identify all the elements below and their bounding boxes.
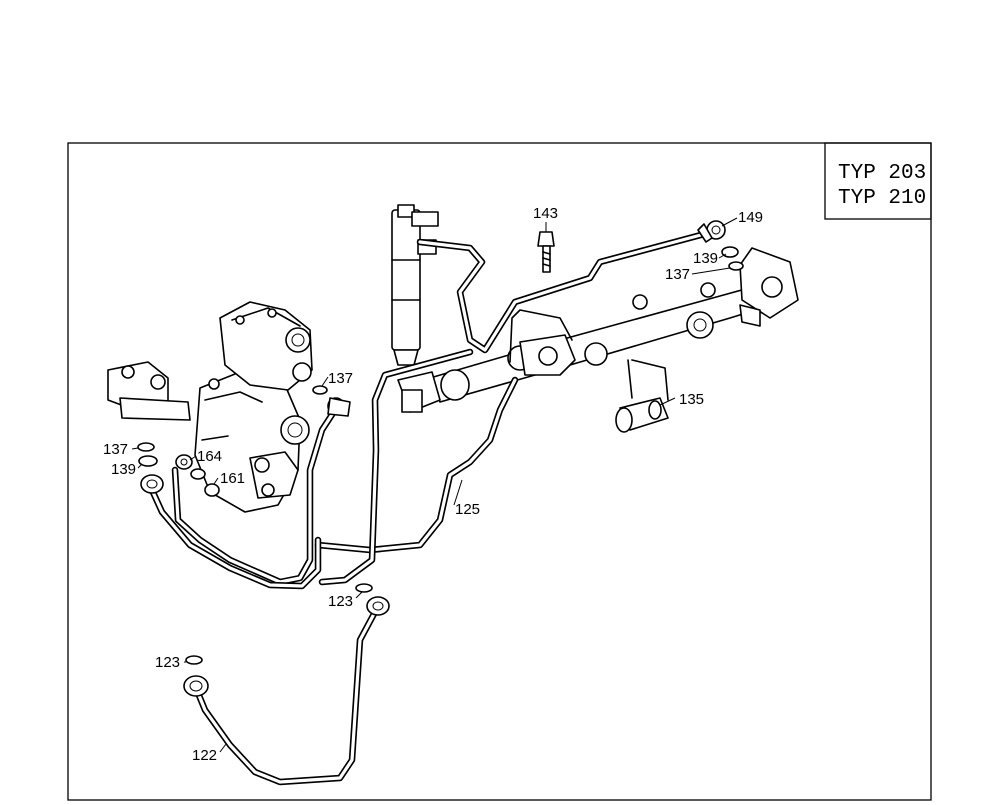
callout-164: 164 — [197, 448, 222, 465]
seal-161 — [204, 483, 220, 497]
seal-139-top — [721, 246, 739, 258]
banjo-fitting-left — [140, 474, 164, 494]
callout-123-mid: 123 — [328, 593, 353, 610]
callout-125: 125 — [455, 501, 480, 518]
leader-lines — [131, 217, 738, 753]
seal-123-low — [185, 655, 203, 665]
return-line-pump — [171, 406, 339, 586]
variant-line-2: TYP 210 — [838, 187, 926, 210]
callout-137-mid: 137 — [328, 370, 353, 387]
banjo-fitting-mid — [327, 397, 351, 417]
callout-137-top: 137 — [665, 266, 690, 283]
seal-137-left — [137, 442, 155, 452]
banjo-fitting-123-mid — [366, 596, 390, 616]
callout-122: 122 — [192, 747, 217, 764]
return-line-left — [148, 486, 322, 590]
common-rail — [397, 247, 799, 413]
callout-139-top: 139 — [693, 250, 718, 267]
seal-137-mid — [312, 385, 328, 395]
fitting-164 — [175, 454, 193, 470]
variant-line-1: TYP 203 — [838, 162, 926, 185]
line-125 — [314, 376, 519, 554]
seal-139-left — [138, 455, 158, 467]
injector-line-top — [416, 228, 716, 354]
callout-161: 161 — [220, 470, 245, 487]
clip-135 — [615, 359, 669, 433]
banjo-fitting-123-low — [183, 675, 209, 697]
high-pressure-pump — [107, 301, 313, 513]
callout-135: 135 — [679, 391, 704, 408]
callout-139-left: 139 — [111, 461, 136, 478]
seal-164 — [190, 468, 206, 480]
variant-box: TYP 203 TYP 210 — [824, 142, 932, 220]
callout-137-left: 137 — [103, 441, 128, 458]
callout-149: 149 — [738, 209, 763, 226]
feed-line — [318, 348, 474, 586]
injector — [391, 204, 439, 366]
diagram-frame — [67, 142, 932, 801]
banjo-fitting-149 — [697, 220, 726, 243]
seal-137-top — [728, 261, 744, 271]
bolt-143 — [537, 231, 555, 273]
seal-123-mid — [355, 583, 373, 593]
callout-123-low: 123 — [155, 654, 180, 671]
line-122 — [192, 608, 379, 786]
callout-143: 143 — [533, 205, 558, 222]
